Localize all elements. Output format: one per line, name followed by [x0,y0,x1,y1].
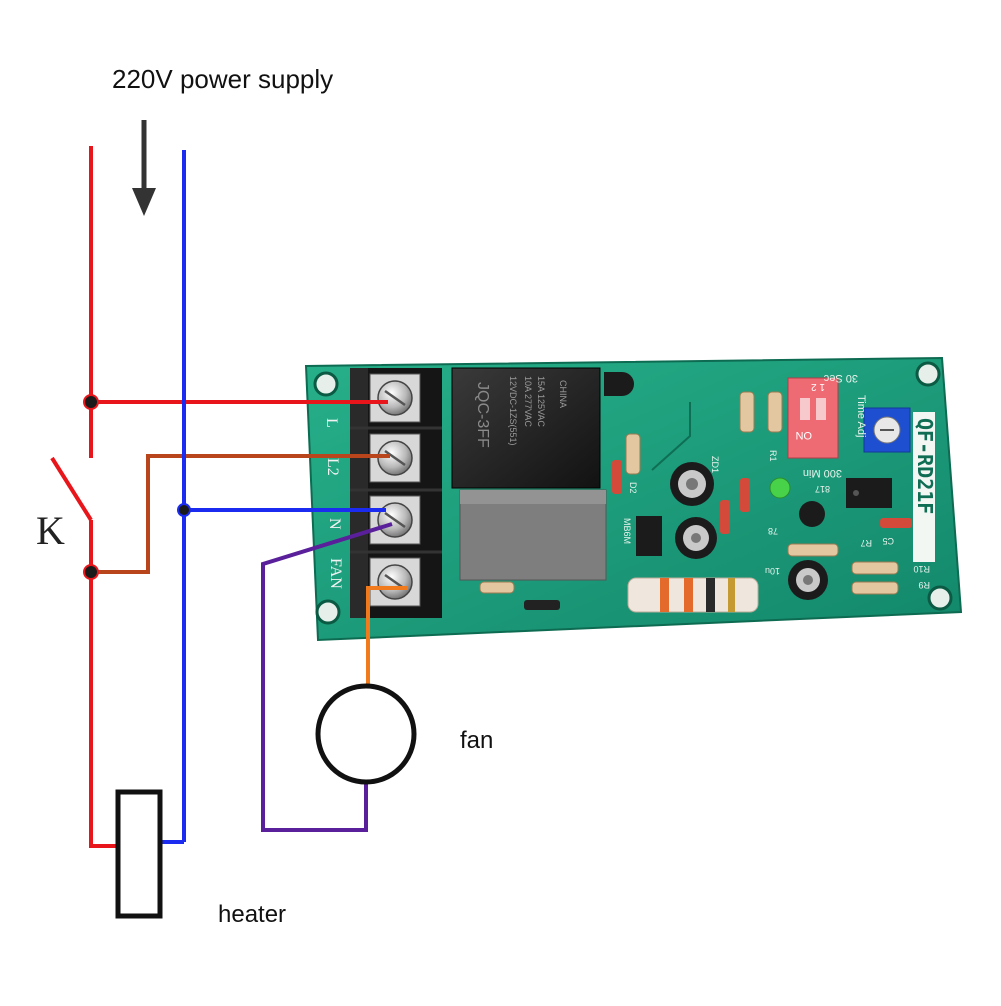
transistor [604,372,634,396]
terminal-label-l: L [323,418,340,428]
component-label-78: 78 [768,526,778,536]
down-arrow-icon [132,120,156,216]
relay-voltage: 12VDC-1ZS(551) [508,376,518,446]
mount-hole [315,599,341,625]
terminal-label-l2: L2 [324,458,341,476]
component-label-r7: R7 [860,538,872,548]
component-label-r9: R9 [918,580,930,590]
diode [524,460,912,610]
resistor [479,391,899,595]
component-label-d2: D2 [628,482,638,494]
fan-live-wire [366,586,408,686]
component-label-r10: R10 [913,564,930,574]
capacitor [788,560,828,600]
capacitor [675,517,717,559]
power-resistor [627,577,759,613]
secondary-relay [459,489,607,581]
board-model: QF-RD21F [913,418,937,514]
fan-symbol [315,683,417,785]
heater-label: heater [218,901,286,928]
terminal-label-n: N [326,518,343,530]
switch-lever [50,456,93,522]
component-label-c5: C5 [882,536,894,546]
mount-hole [915,361,941,387]
junction-dot [83,564,99,580]
switch-label: K [36,508,65,553]
dip-switch[interactable]: ON 1 2 [787,377,839,459]
switched-wire [91,454,390,574]
switch-k[interactable] [50,456,93,572]
capacitor [670,462,714,506]
relay-brand: CHINA [558,380,568,408]
pcb-trace [651,402,691,471]
mount-hole [927,585,953,611]
component-label-r1: R1 [768,450,778,462]
bridge-rectifier [636,516,662,556]
optocoupler [846,478,892,508]
fan-label: fan [460,727,493,754]
relay-board: L L2 N FAN [304,356,963,642]
time-potentiometer[interactable] [863,407,911,453]
terminal-block [350,368,442,618]
component-label-zd1: ZD1 [710,456,720,473]
dip-numbers: 1 2 [811,381,825,392]
transistor [799,501,825,527]
neutral-wire [160,150,386,844]
component-label-10u: 10u [765,566,780,576]
dip-on-label: ON [795,429,812,441]
min-label: 300 Min [803,467,842,479]
led-indicator [769,477,791,499]
power-supply-label: 220V power supply [112,64,333,94]
relay-rating: 10A 277VAC [523,376,533,427]
heater-symbol [115,789,163,919]
relay-rating: 15A 125VAC [536,376,546,427]
junction-dot [83,394,99,410]
mount-hole [313,371,339,397]
time-adj-label: Time Adj [855,395,867,437]
component-label-mb6m: MB6M [622,518,632,544]
model-label-box: QF-RD21F [913,412,937,562]
junction-dot [177,503,191,517]
relay-model: JQC-3FF [474,382,491,448]
terminal-label-fan: FAN [327,558,344,589]
component-label-817: 817 [815,484,830,494]
fan-neutral-wire [261,522,393,832]
sec-label: 30 Sec [823,372,858,384]
relay: CHINA 15A 125VAC 10A 277VAC 12VDC-1ZS(55… [451,367,601,489]
